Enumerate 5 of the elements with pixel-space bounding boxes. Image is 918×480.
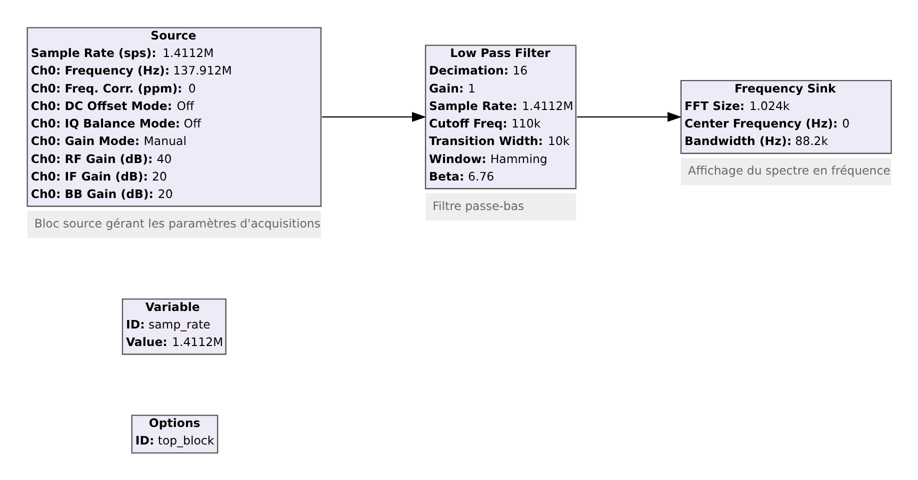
arrow [322, 112, 426, 122]
node-label: Affichage du spectre en fréquence [688, 164, 890, 178]
node-label: Bloc source gérant les paramètres d'acquisitions [34, 216, 320, 230]
arrow [577, 112, 682, 122]
node-label: Filtre passe-bas [432, 198, 524, 213]
